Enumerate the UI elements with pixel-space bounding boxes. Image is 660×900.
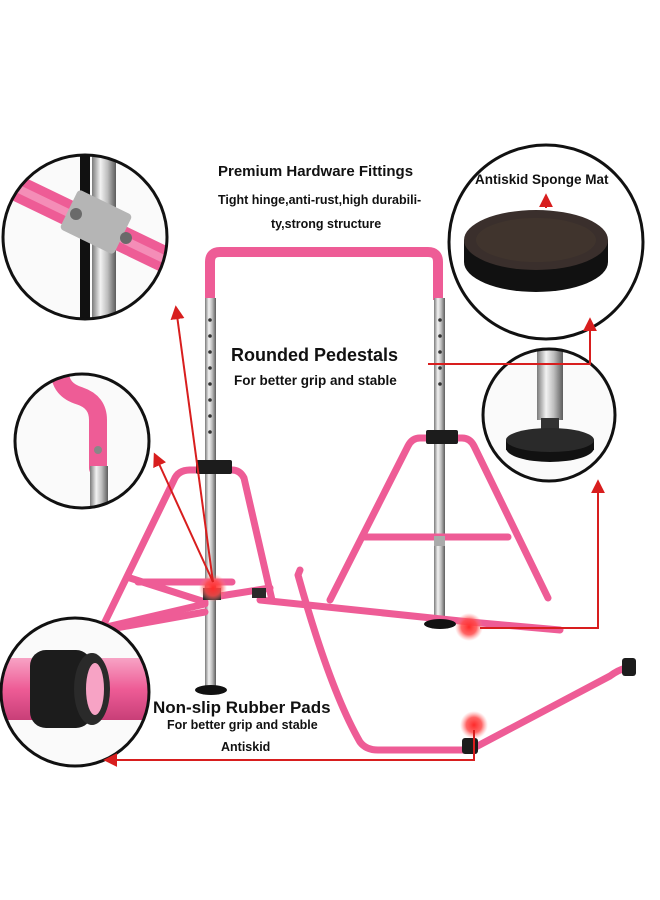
left-pedestal xyxy=(195,685,227,695)
highlight-dot xyxy=(460,711,488,739)
left-upright xyxy=(205,298,216,688)
rubber-pad-circle xyxy=(0,616,151,768)
rubber-end-cap xyxy=(622,658,636,676)
hardware-fitting-circle xyxy=(1,153,169,321)
gymnastics-bar-frame xyxy=(98,247,636,754)
pads-title: Non-slip Rubber Pads xyxy=(153,698,331,717)
right-pedestal xyxy=(424,619,456,629)
arrow-hardware xyxy=(170,305,214,583)
left-bracket xyxy=(196,460,232,474)
pedestals-title: Rounded Pedestals xyxy=(231,345,399,365)
arrow-pad xyxy=(103,730,475,767)
right-bracket xyxy=(426,430,458,444)
hardware-line1: Tight hinge,anti-rust,high durabili- xyxy=(218,193,422,207)
pads-extra: Antiskid xyxy=(221,740,271,754)
highlight-dot xyxy=(455,613,483,641)
hinge-circle xyxy=(13,372,151,510)
arrow-pedestal-text xyxy=(438,317,597,365)
sponge-mat-circle xyxy=(447,143,645,341)
right-upright xyxy=(434,298,445,623)
hardware-title: Premium Hardware Fittings xyxy=(218,163,414,180)
rubber-end-cap xyxy=(462,738,478,754)
pedestal-circle xyxy=(481,347,617,483)
callout-arrows xyxy=(103,193,605,767)
highlight-dot xyxy=(199,574,227,602)
hardware-line2: ty,strong structure xyxy=(271,217,382,231)
arrow-hinge xyxy=(153,452,214,583)
mat-title: Antiskid Sponge Mat xyxy=(475,172,609,187)
top-bar xyxy=(205,247,443,300)
pads-subtitle: For better grip and stable xyxy=(167,718,318,732)
arrow-pedestal xyxy=(480,479,605,629)
pedestals-subtitle: For better grip and stable xyxy=(234,373,397,388)
